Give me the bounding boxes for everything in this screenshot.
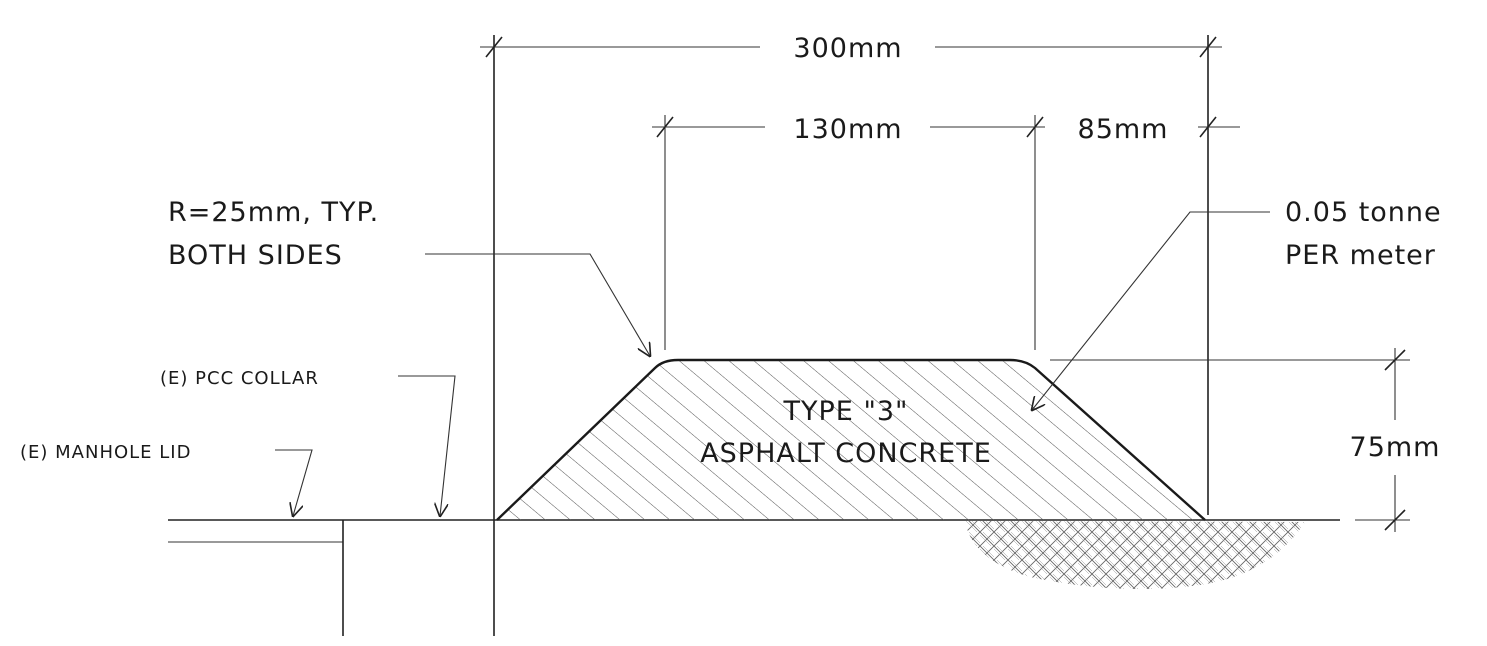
material-label-line1: TYPE "3" <box>783 396 909 427</box>
dim-tick <box>1199 116 1217 138</box>
material-label: TYPE "3" ASPHALT CONCRETE <box>700 396 992 469</box>
dim-side-label: 85mm <box>1078 114 1169 145</box>
asphalt-hatch-fill <box>497 360 1205 520</box>
asphalt-bump <box>496 358 1206 521</box>
dim-top-label: 130mm <box>793 114 902 145</box>
dim-height-label: 75mm <box>1350 432 1441 463</box>
extension-lines <box>493 35 1410 636</box>
weight-leader-arrow <box>1032 211 1270 410</box>
radius-label-line1: R=25mm, TYP. <box>168 197 379 228</box>
radius-label-line2: BOTH SIDES <box>168 240 343 271</box>
dimension-top-chain: 130mm 85mm <box>652 114 1240 145</box>
dim-tick <box>1384 509 1406 531</box>
dimension-height: 75mm <box>1350 348 1441 532</box>
radius-leader-arrow <box>425 253 650 356</box>
dim-tick <box>656 116 674 138</box>
dimension-overall: 300mm <box>480 33 1222 64</box>
asphalt-outline <box>496 358 1206 521</box>
collar-leader-arrow <box>398 375 456 516</box>
dim-tick <box>485 36 503 58</box>
weight-callout: 0.05 tonne PER meter <box>1032 197 1442 410</box>
soil-crosshatch <box>965 521 1305 590</box>
dim-overall-label: 300mm <box>793 33 902 64</box>
collar-label: (E) PCC COLLAR <box>160 368 319 389</box>
manhole-label: (E) MANHOLE LID <box>20 442 191 463</box>
weight-label-line2: PER meter <box>1285 240 1436 271</box>
material-label-line2: ASPHALT CONCRETE <box>700 438 992 469</box>
radius-callout: R=25mm, TYP. BOTH SIDES <box>168 197 650 356</box>
collar-callout: (E) PCC COLLAR <box>160 368 456 516</box>
manhole-leader-arrow <box>275 449 313 516</box>
dim-tick <box>1199 36 1217 58</box>
manhole-callout: (E) MANHOLE LID <box>20 442 313 516</box>
dim-tick <box>1026 116 1044 138</box>
dim-tick <box>1384 349 1406 371</box>
weight-label-line1: 0.05 tonne <box>1285 197 1442 228</box>
